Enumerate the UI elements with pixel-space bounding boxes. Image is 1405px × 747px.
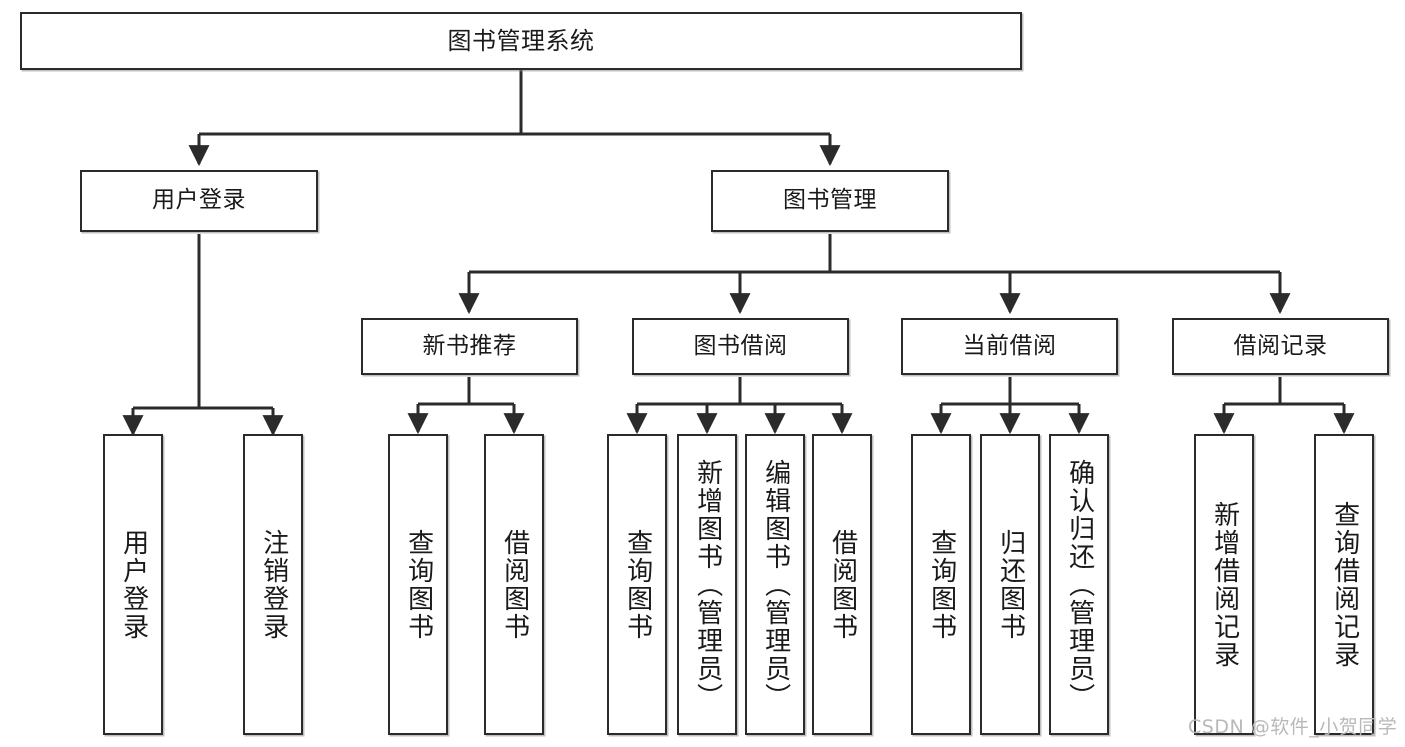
leaf-logout-login[interactable]: 注销登录 <box>243 434 303 735</box>
node-label: 查询图书 <box>926 528 957 641</box>
node-label: 借阅图书 <box>827 528 858 641</box>
node-label: 图书管理系统 <box>447 26 595 55</box>
node-label: 编辑图书（管理员） <box>760 458 791 711</box>
leaf-borrow-book-1[interactable]: 借阅图书 <box>484 434 544 735</box>
node-label: 借阅记录 <box>1233 332 1328 359</box>
leaf-add-borrow-record[interactable]: 新增借阅记录 <box>1194 434 1254 735</box>
leaf-confirm-return-admin[interactable]: 确认归还（管理员） <box>1049 434 1109 735</box>
node-current-borrow[interactable]: 当前借阅 <box>901 318 1118 375</box>
node-label: 注销登录 <box>258 528 289 641</box>
leaf-user-login[interactable]: 用户登录 <box>103 434 163 735</box>
leaf-query-book-2[interactable]: 查询图书 <box>607 434 667 735</box>
node-user-login[interactable]: 用户登录 <box>80 170 318 232</box>
node-label: 当前借阅 <box>962 332 1057 359</box>
node-book-borrow[interactable]: 图书借阅 <box>632 318 849 375</box>
leaf-borrow-book-2[interactable]: 借阅图书 <box>812 434 872 735</box>
node-book-manage[interactable]: 图书管理 <box>711 170 949 232</box>
node-label: 新书推荐 <box>422 332 517 359</box>
node-label: 新增借阅记录 <box>1209 500 1240 669</box>
node-borrow-record[interactable]: 借阅记录 <box>1172 318 1389 375</box>
node-new-book-recommend[interactable]: 新书推荐 <box>361 318 578 375</box>
csdn-watermark: CSDN @软件_小贺同学 <box>1188 716 1398 738</box>
leaf-return-book[interactable]: 归还图书 <box>980 434 1040 735</box>
leaf-query-book-1[interactable]: 查询图书 <box>388 434 448 735</box>
node-label: 查询图书 <box>403 528 434 641</box>
node-label: 确认归还（管理员） <box>1064 458 1095 711</box>
leaf-edit-book-admin[interactable]: 编辑图书（管理员） <box>745 434 805 735</box>
node-label: 新增图书（管理员） <box>692 458 723 711</box>
node-label: 归还图书 <box>995 528 1026 641</box>
node-label: 查询图书 <box>622 528 653 641</box>
leaf-add-book-admin[interactable]: 新增图书（管理员） <box>677 434 737 735</box>
node-label: 借阅图书 <box>499 528 530 641</box>
node-label: 查询借阅记录 <box>1329 500 1360 669</box>
leaf-query-book-3[interactable]: 查询图书 <box>911 434 971 735</box>
node-label: 用户登录 <box>152 187 246 214</box>
node-label: 图书管理 <box>783 187 877 214</box>
node-label: 用户登录 <box>118 528 149 641</box>
leaf-query-borrow-record[interactable]: 查询借阅记录 <box>1314 434 1374 735</box>
node-label: 图书借阅 <box>693 332 788 359</box>
node-root-book-management-system[interactable]: 图书管理系统 <box>20 12 1022 70</box>
